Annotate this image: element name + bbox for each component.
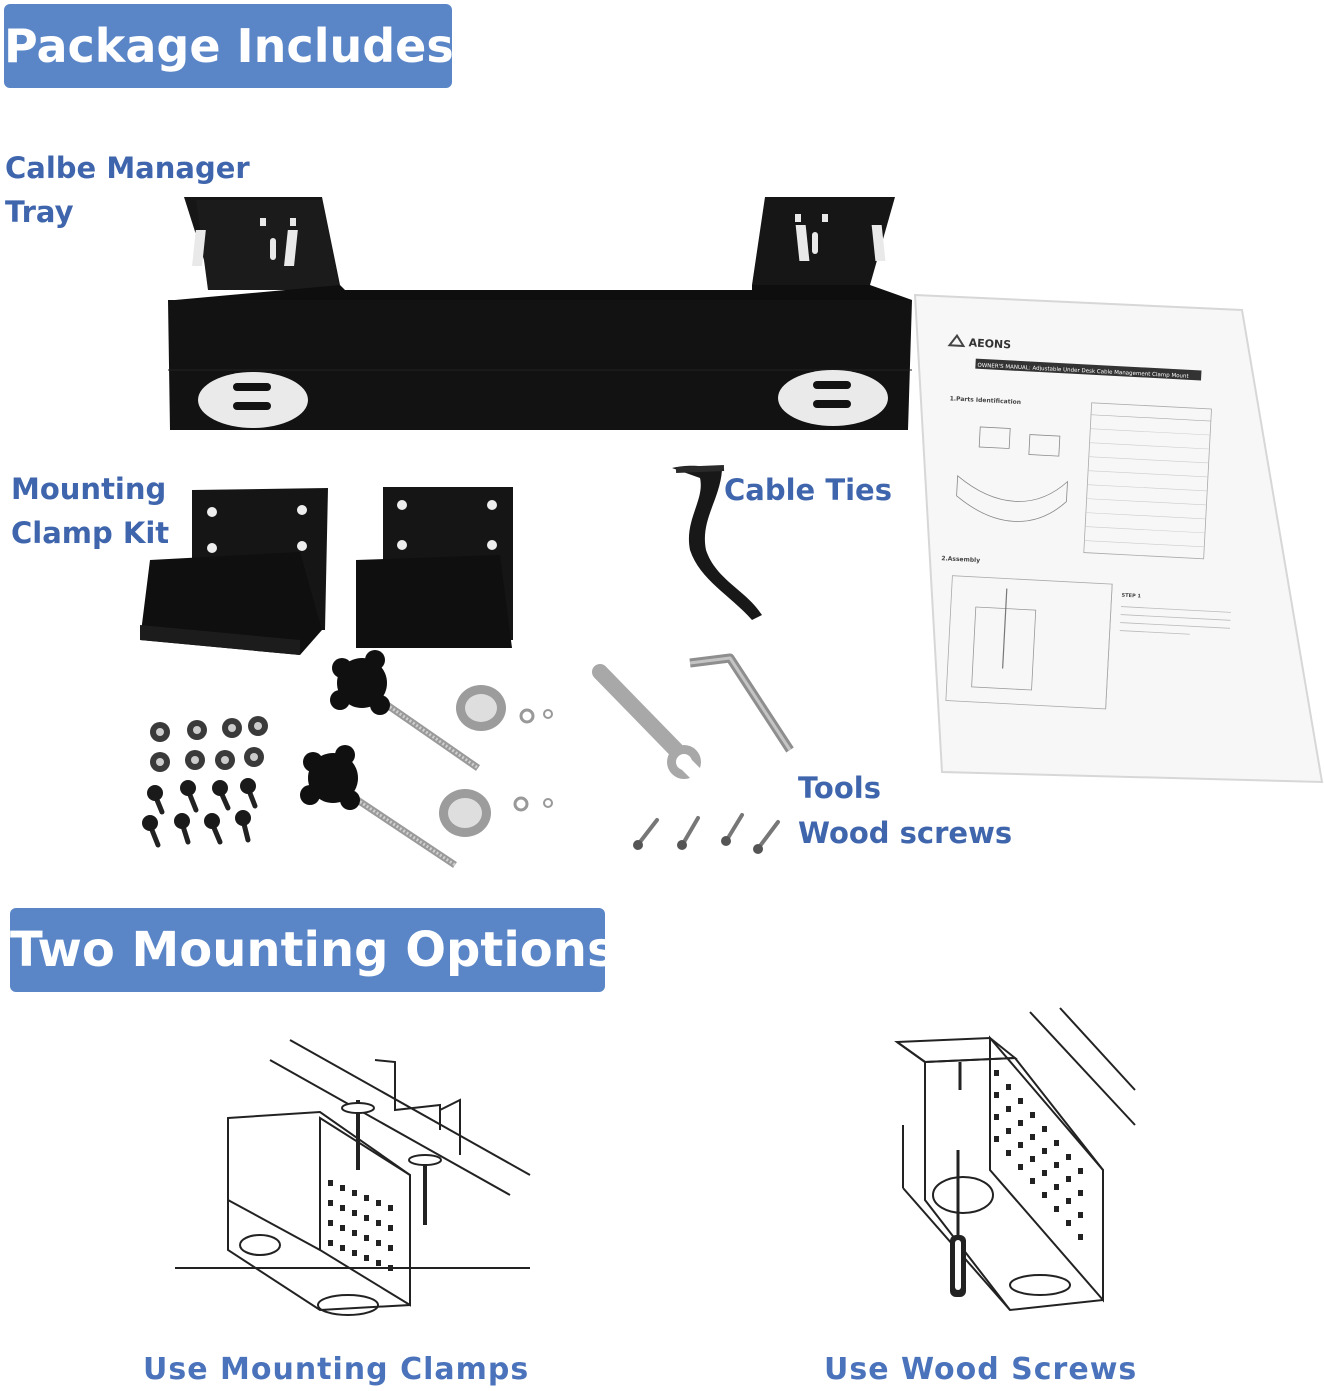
clamp-holder-right-image <box>356 487 513 648</box>
owners-manual-image: AEONS OWNER'S MANUAL: Adjustable Under D… <box>913 293 1324 784</box>
clamp-knob-2-image <box>300 745 457 868</box>
wood-screws-image <box>633 813 780 854</box>
clamp-foot-1-image <box>456 685 553 731</box>
mounting-clamps-diagram <box>175 1039 531 1316</box>
tools-label: Tools <box>798 771 881 805</box>
manual-brand: AEONS <box>968 336 1011 351</box>
tray-label-line2: Tray <box>5 195 74 229</box>
use-wood-screws-caption: Use Wood Screws <box>824 1352 1138 1387</box>
two-mounting-options-heading: Two Mounting Options <box>10 908 616 992</box>
nuts-and-bolts-image <box>142 716 268 848</box>
clamp-kit-label-line2: Clamp Kit <box>11 516 170 550</box>
wood-screws-diagram <box>894 1007 1136 1312</box>
tray-label-line1: Calbe Manager <box>5 151 250 185</box>
manual-section-parts: 1.Parts Identification <box>949 395 1021 406</box>
package-includes-heading: Package Includes <box>4 4 454 88</box>
manual-section-assembly: 2.Assembly <box>941 555 980 564</box>
clamp-holder-left-image <box>140 488 328 655</box>
use-mounting-clamps-caption: Use Mounting Clamps <box>143 1352 530 1387</box>
tray-label: Calbe Manager Tray <box>5 146 250 234</box>
cable-ties-image <box>672 465 762 620</box>
cable-ties-label: Cable Ties <box>724 473 892 507</box>
allen-key-image <box>689 653 794 753</box>
clamp-kit-label: Mounting Clamp Kit <box>11 467 169 555</box>
clamp-kit-label-line1: Mounting <box>11 472 167 506</box>
clamp-foot-2-image <box>439 789 553 837</box>
clamp-knob-1-image <box>330 650 480 771</box>
cable-manager-tray-image <box>168 197 912 430</box>
manual-step: STEP 1 <box>1121 593 1141 600</box>
wood-screws-label: Wood screws <box>798 816 1013 850</box>
wrench-image <box>592 664 704 782</box>
